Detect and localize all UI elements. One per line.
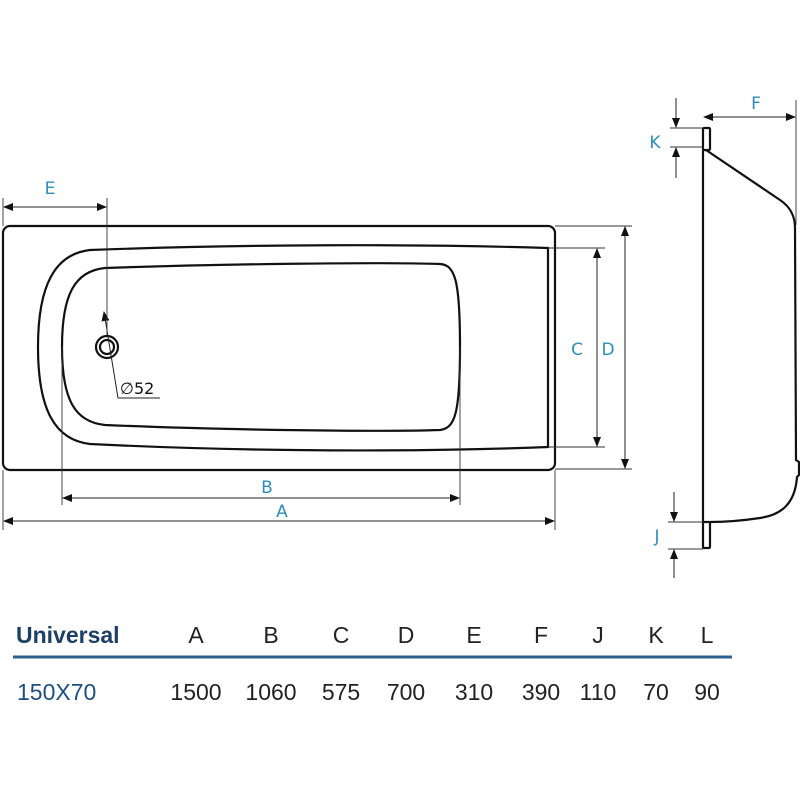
column-header-j: J — [592, 622, 604, 648]
tub-outer-rim — [1, 224, 557, 472]
dimensions-table: Universal A B C D E F J K L 150X70 1500 1060 575 70… — [13, 622, 732, 705]
drain-outer — [94, 334, 120, 360]
drain-leader — [101, 311, 119, 399]
value-j: 110 — [580, 679, 617, 705]
column-header-e: E — [466, 622, 481, 648]
tub-inner-edge — [36, 244, 550, 452]
model-name: Universal — [16, 622, 120, 648]
dimension-k-label: K — [649, 133, 661, 153]
column-header-k: K — [648, 622, 664, 648]
drain-diameter-label: ∅52 — [120, 379, 154, 398]
dimension-e-label: E — [45, 179, 56, 199]
value-e: 310 — [455, 679, 493, 705]
drain-inner — [98, 338, 116, 356]
dimension-a-label: A — [276, 502, 288, 522]
top-view: ∅52 E B A C D — [1, 179, 632, 530]
side-view: F K J — [649, 94, 800, 578]
value-c: 575 — [322, 679, 360, 705]
dimension-f-label: F — [751, 94, 761, 114]
tub-profile — [705, 149, 800, 524]
column-header-c: C — [333, 622, 350, 648]
column-header-b: B — [263, 622, 278, 648]
tub-basin — [60, 262, 462, 432]
value-k: 70 — [643, 679, 669, 705]
value-f: 390 — [522, 679, 560, 705]
column-header-a: A — [188, 622, 204, 648]
value-a: 1500 — [170, 679, 221, 705]
dimension-j-label: J — [653, 527, 659, 547]
column-header-f: F — [534, 622, 548, 648]
size-label: 150X70 — [17, 679, 96, 705]
dimension-b-label: B — [261, 478, 273, 498]
value-b: 1060 — [245, 679, 296, 705]
column-header-d: D — [398, 622, 415, 648]
column-header-l: L — [701, 622, 714, 648]
value-l: 90 — [694, 679, 720, 705]
value-d: 700 — [387, 679, 425, 705]
dimension-c-label: C — [571, 340, 583, 360]
dimension-d-label: D — [601, 340, 614, 360]
